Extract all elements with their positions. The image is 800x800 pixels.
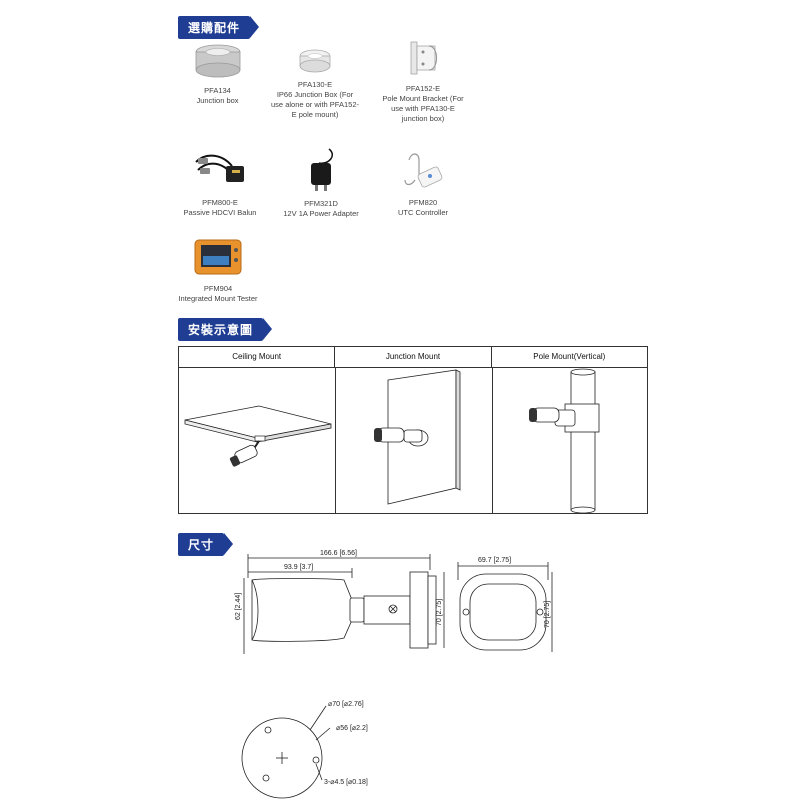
dimensions-section-title: 尺寸	[178, 533, 234, 556]
accessory-desc: 12V 1A Power Adapter	[283, 209, 359, 218]
dim-base-outer: ⌀70 [⌀2.76]	[328, 701, 364, 708]
utc-controller-icon	[401, 150, 445, 192]
accessory-desc: Integrated Mount Tester	[178, 294, 258, 303]
installation-drawings-row	[179, 368, 649, 514]
tester-icon	[193, 236, 243, 278]
ceiling-mount-drawing	[179, 368, 336, 513]
accessory-code: PFM800-E	[202, 198, 238, 207]
accessory-pfm904: PFM904 Integrated Mount Tester	[172, 236, 264, 304]
accessory-code: PFA134	[204, 86, 231, 95]
balun-icon	[192, 148, 248, 192]
accessory-code: PFA152-E	[405, 84, 441, 93]
accessory-code: PFA130-E	[297, 80, 333, 89]
accessory-code: PFM321D	[304, 199, 338, 208]
accessory-pfa152e: PFA152-E Pole Mount Bracket (For use wit…	[378, 38, 468, 124]
accessory-pfm800e: PFM800-E Passive HDCVI Balun	[180, 148, 260, 218]
accessory-pfa134: PFA134 Junction box	[180, 42, 255, 106]
base-view-drawing	[241, 705, 331, 799]
dimension-labels: 166.6 [6.56] 93.9 [3.7] 62 [2.44] 70 [2.…	[235, 550, 551, 786]
dim-body-length: 93.9 [3.7]	[284, 564, 313, 571]
accessory-desc: IP66 Junction Box (For use alone or with…	[271, 90, 359, 119]
installation-header-row: Ceiling Mount Junction Mount Pole Mount(…	[179, 347, 647, 368]
power-adapter-icon	[299, 145, 343, 193]
accessories-section-title: 選購配件	[178, 16, 260, 39]
side-view-drawing	[243, 554, 445, 654]
installation-section-title: 安裝示意圖	[178, 318, 273, 341]
dim-total-length: 166.6 [6.56]	[320, 550, 357, 557]
install-col-pole: Pole Mount(Vertical)	[533, 352, 606, 361]
accessory-pfm820: PFM820 UTC Controller	[378, 150, 468, 218]
accessory-desc: UTC Controller	[397, 208, 448, 217]
dim-front-height: 70 [2.75]	[544, 601, 551, 628]
accessory-code: PFM904	[203, 284, 233, 293]
dim-base-screws: 3-⌀4.5 [⌀0.18]	[324, 779, 368, 786]
junction-mount-drawing	[336, 368, 493, 513]
accessory-pfa130e: PFA130-E IP66 Junction Box (For use alon…	[270, 48, 360, 120]
dim-base-hole-circle: ⌀56 [⌀2.2]	[336, 725, 368, 732]
dim-height-left: 62 [2.44]	[235, 593, 242, 620]
accessory-desc: Passive HDCVI Balun	[183, 208, 257, 217]
install-col-ceiling: Ceiling Mount	[179, 347, 336, 367]
dim-height-mid: 70 [2.75]	[436, 599, 443, 626]
accessory-desc: Junction box	[196, 96, 239, 105]
junction-box-round-icon	[298, 48, 332, 74]
junction-box-icon	[193, 42, 243, 80]
installation-table: Ceiling Mount Junction Mount Pole Mount(…	[178, 346, 648, 514]
accessory-desc: Pole Mount Bracket (For use with PFA130-…	[382, 94, 464, 123]
install-col-junction: Junction Mount	[335, 347, 492, 367]
accessory-pfm321d: PFM321D 12V 1A Power Adapter	[276, 145, 366, 219]
pole-bracket-icon	[403, 38, 443, 78]
front-view-drawing	[457, 562, 553, 652]
dim-front-width: 69.7 [2.75]	[478, 557, 511, 564]
accessory-code: PFM820	[408, 198, 438, 207]
pole-mount-drawing	[493, 368, 649, 514]
